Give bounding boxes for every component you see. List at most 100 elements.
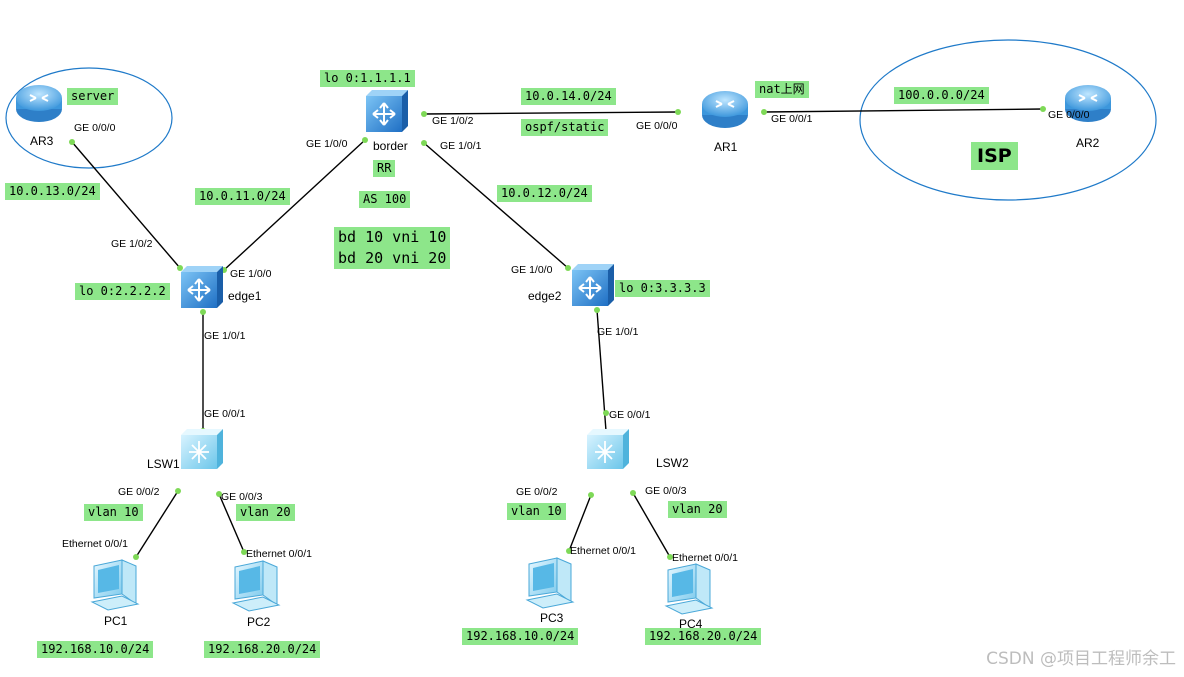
nat-label: nat上网 <box>755 81 809 98</box>
rr-label: RR <box>373 160 396 177</box>
port-label: GE 0/0/1 <box>609 409 651 421</box>
port-label: GE 0/0/0 <box>74 122 116 134</box>
device-name-lsw2: LSW2 <box>656 456 689 470</box>
port-label: GE 1/0/1 <box>597 326 639 338</box>
port-dot <box>630 490 636 496</box>
port-dot <box>675 109 681 115</box>
port-dot <box>421 111 427 117</box>
pc2-subnet-label: 192.168.20.0/24 <box>204 641 321 658</box>
device-name-ar3: AR3 <box>30 134 54 148</box>
device-name-border: border <box>373 139 408 153</box>
ospf-static-label: ospf/static <box>521 119 609 136</box>
subnet-100-0-0-label: 100.0.0.0/24 <box>894 87 989 104</box>
switch-edge2-icon[interactable] <box>572 264 614 306</box>
pc4-icon[interactable] <box>664 563 714 615</box>
loopback-edge1-label: lo 0:2.2.2.2 <box>75 283 170 300</box>
port-label: Ethernet 0/0/1 <box>62 538 128 550</box>
bd20-vni-label: bd 20 vni 20 <box>334 248 451 269</box>
pc1-icon[interactable] <box>90 559 140 611</box>
switch-border-icon[interactable] <box>366 90 408 132</box>
switch-lsw1-icon[interactable] <box>181 429 223 469</box>
port-label: GE 0/0/3 <box>645 485 687 497</box>
as-label: AS 100 <box>359 191 411 208</box>
port-label: GE 0/0/1 <box>771 113 813 125</box>
port-dot <box>133 554 139 560</box>
port-label: GE 0/0/0 <box>636 120 678 132</box>
port-label: GE 0/0/1 <box>204 408 246 420</box>
port-label: GE 1/0/2 <box>432 115 474 127</box>
pc3-icon[interactable] <box>525 557 575 609</box>
lsw1-vlan20-label: vlan 20 <box>236 504 295 521</box>
device-name-pc1: PC1 <box>104 614 128 628</box>
router-ar2-icon[interactable] <box>1065 85 1111 122</box>
isp-area-ellipse <box>859 39 1157 201</box>
port-label: GE 1/0/0 <box>306 138 348 150</box>
lsw1-vlan10-label: vlan 10 <box>84 504 143 521</box>
port-label: GE 1/0/0 <box>511 264 553 276</box>
subnet-10-0-13-label: 10.0.13.0/24 <box>5 183 100 200</box>
port-label: GE 1/0/1 <box>204 330 246 342</box>
link-lsw1-pc1 <box>135 490 179 558</box>
pc2-icon[interactable] <box>231 560 281 612</box>
lsw2-vlan10-label: vlan 10 <box>507 503 566 520</box>
pc4-subnet-label: 192.168.20.0/24 <box>645 628 762 645</box>
link-lsw2-pc4 <box>632 492 671 558</box>
pc1-subnet-label: 192.168.10.0/24 <box>37 641 154 658</box>
subnet-10-0-14-label: 10.0.14.0/24 <box>521 88 616 105</box>
port-label: GE 0/0/0 <box>1048 109 1090 121</box>
watermark: CSDN @项目工程师余工 <box>986 649 1176 669</box>
server-label: server <box>67 88 119 105</box>
device-name-pc2: PC2 <box>247 615 271 629</box>
port-dot <box>175 488 181 494</box>
lsw2-vlan20-label: vlan 20 <box>668 501 727 518</box>
router-ar1-icon[interactable] <box>702 91 748 128</box>
port-dot <box>594 307 600 313</box>
port-label: GE 0/0/3 <box>221 491 263 503</box>
isp-label: ISP <box>971 142 1018 170</box>
port-dot <box>761 109 767 115</box>
port-dot <box>565 265 571 271</box>
port-label: Ethernet 0/0/1 <box>570 545 636 557</box>
switch-edge1-icon[interactable] <box>181 266 223 308</box>
link-lsw2-pc3 <box>568 494 592 552</box>
link-ar1-ar2 <box>763 108 1044 113</box>
port-dot <box>421 140 427 146</box>
subnet-10-0-12-label: 10.0.12.0/24 <box>497 185 592 202</box>
device-name-ar2: AR2 <box>1076 136 1100 150</box>
port-dot <box>588 492 594 498</box>
subnet-10-0-11-label: 10.0.11.0/24 <box>195 188 290 205</box>
port-dot <box>200 309 206 315</box>
port-label: Ethernet 0/0/1 <box>246 548 312 560</box>
port-label: GE 1/0/0 <box>230 268 272 280</box>
link-lsw1-pc2 <box>218 493 245 553</box>
device-name-lsw1: LSW1 <box>147 457 180 471</box>
switch-lsw2-icon[interactable] <box>587 429 629 469</box>
link-border-ar1 <box>423 111 679 115</box>
device-name-edge2: edge2 <box>528 289 562 303</box>
port-dot <box>241 549 247 555</box>
port-label: GE 1/0/2 <box>111 238 153 250</box>
loopback-border-label: lo 0:1.1.1.1 <box>320 70 415 87</box>
port-dot <box>566 548 572 554</box>
router-ar3-icon[interactable] <box>16 85 62 122</box>
port-dot <box>216 491 222 497</box>
server-area-ellipse <box>5 67 173 169</box>
port-dot <box>603 410 609 416</box>
link-border-edge2 <box>423 142 569 269</box>
bd10-vni-label: bd 10 vni 10 <box>334 227 451 248</box>
port-label: GE 0/0/2 <box>118 486 160 498</box>
link-border-edge1 <box>223 139 366 271</box>
port-dot <box>1040 106 1046 112</box>
device-name-pc4: PC4 <box>679 617 703 631</box>
port-dot <box>667 554 673 560</box>
port-label: Ethernet 0/0/1 <box>672 552 738 564</box>
device-name-pc3: PC3 <box>540 611 564 625</box>
port-dot <box>69 139 75 145</box>
port-label: GE 1/0/1 <box>440 140 482 152</box>
port-label: GE 0/0/2 <box>516 486 558 498</box>
pc3-subnet-label: 192.168.10.0/24 <box>462 628 579 645</box>
device-name-ar1: AR1 <box>714 140 738 154</box>
port-dot <box>362 137 368 143</box>
link-ar3-edge1 <box>71 141 181 269</box>
